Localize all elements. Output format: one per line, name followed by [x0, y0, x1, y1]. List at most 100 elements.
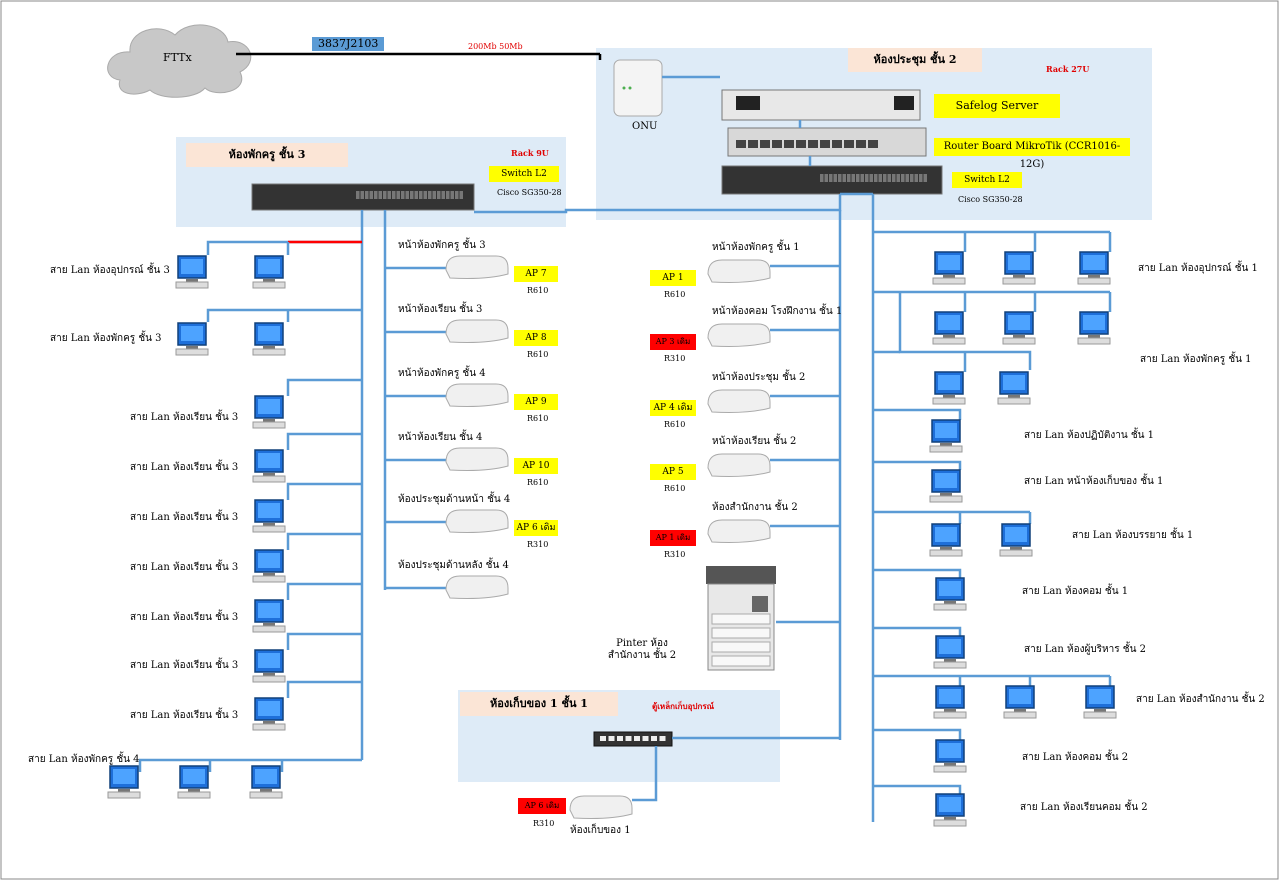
pc-stand	[940, 443, 952, 446]
switch-port	[905, 174, 909, 182]
ap-mid-model: R610	[664, 290, 686, 299]
pc-keyboard	[252, 575, 286, 583]
router-port	[808, 140, 818, 148]
ap-left-location: หน้าห้องพักครู ชั้น 3	[398, 240, 486, 251]
switch-port	[410, 191, 414, 199]
sw3-model: Cisco SG350-28	[497, 188, 562, 197]
cable-line	[286, 632, 362, 650]
pc-stand	[940, 547, 952, 550]
access-point-icon	[707, 519, 771, 543]
left-lan-label: สาย Lan ห้องเรียน ชั้น 3	[130, 462, 239, 473]
cable-line	[873, 626, 962, 636]
onu-label: ONU	[632, 121, 658, 132]
pc-screen	[258, 603, 280, 618]
pc-screen	[1009, 689, 1031, 704]
pc-screen	[935, 473, 957, 488]
switch-port	[634, 736, 640, 741]
ap-badge: AP 5	[650, 464, 696, 480]
switch-port	[856, 174, 860, 182]
pc-screen	[181, 259, 203, 274]
pc-screen	[183, 769, 205, 784]
ap-badge: AP 4 เดิม	[650, 400, 696, 416]
pc-keyboard	[249, 791, 283, 799]
pc-screen	[939, 581, 961, 596]
pc-stand	[263, 279, 275, 282]
ap-mid-location: หน้าห้องเรียน ชั้น 2	[712, 436, 797, 447]
switch-port	[441, 191, 445, 199]
switch-port	[608, 736, 615, 741]
left-lan-label: สาย Lan ห้องพักครู ชั้น 4	[28, 754, 140, 765]
pc-keyboard	[999, 549, 1033, 557]
access-point-icon	[445, 575, 509, 599]
router-port	[784, 140, 794, 148]
cable-line	[873, 728, 962, 740]
ap-mid-model: R610	[664, 484, 686, 493]
switch-port	[874, 174, 878, 182]
left-lan-label: สาย Lan ห้องเรียน ชั้น 3	[130, 512, 239, 523]
pc-stand	[263, 523, 275, 526]
onu-led	[622, 86, 626, 90]
pc-keyboard	[933, 661, 967, 669]
pc-screen	[181, 326, 203, 341]
pc-keyboard	[1077, 337, 1111, 345]
safelog-panel	[894, 96, 914, 110]
pc-keyboard	[175, 281, 209, 289]
router-port	[796, 140, 806, 148]
access-point-icon	[569, 795, 633, 819]
right-lan-label: สาย Lan ห้องคอม ชั้น 1	[1022, 586, 1129, 597]
ap-left-model: R610	[527, 414, 549, 423]
printer-tray	[711, 613, 771, 625]
router-port	[832, 140, 842, 148]
router-port	[868, 140, 878, 148]
switch-port	[423, 191, 427, 199]
switch-port	[455, 191, 459, 199]
switch-port	[378, 191, 382, 199]
switch-port	[392, 191, 396, 199]
pc-stand	[944, 601, 956, 604]
ap-badge: AP 1 เดิม	[650, 530, 696, 546]
switch-port	[851, 174, 855, 182]
access-point-icon	[445, 255, 509, 279]
pc-keyboard	[1077, 277, 1111, 285]
left-lan-label: สาย Lan ห้องพักครู ชั้น 3	[50, 333, 162, 344]
access-point-icon	[445, 509, 509, 533]
pc-keyboard	[252, 475, 286, 483]
pc-stand	[1094, 709, 1106, 712]
pc-screen	[1008, 315, 1030, 330]
pc-stand	[263, 419, 275, 422]
safelog-panel	[736, 96, 760, 110]
switch-port	[896, 174, 900, 182]
pc-stand	[1008, 395, 1020, 398]
ap-badge: AP 6 เดิม	[514, 520, 558, 536]
ap-storage-badge: AP 6 เดิม	[518, 798, 566, 814]
access-point-icon	[707, 453, 771, 477]
pc-keyboard	[252, 348, 286, 356]
ap-left-location: หน้าห้องเรียน ชั้น 3	[398, 304, 483, 315]
access-point-icon	[445, 319, 509, 343]
cloud-icon	[107, 24, 252, 98]
pc-stand	[263, 623, 275, 626]
safelog-label: Safelog Server	[934, 94, 1060, 118]
pc-screen	[939, 689, 961, 704]
room-meeting2-rack: Rack 27U	[1046, 64, 1090, 74]
switch-port	[847, 174, 851, 182]
access-point-icon	[707, 389, 771, 413]
right-lan-label: สาย Lan ห้องคอม ชั้น 2	[1022, 752, 1129, 763]
ap-badge: AP 1	[650, 270, 696, 286]
right-lan-label: สาย Lan ห้องพักครู ชั้น 1	[1140, 354, 1252, 365]
router-port	[760, 140, 770, 148]
pc-stand	[263, 673, 275, 676]
pc-screen	[258, 259, 280, 274]
pc-keyboard	[933, 711, 967, 719]
ap-storage-model: R310	[533, 819, 555, 828]
pc-keyboard	[252, 421, 286, 429]
cable-line	[286, 378, 362, 396]
cable-line	[632, 746, 658, 802]
ap-left-model: R610	[527, 350, 549, 359]
pc-keyboard	[1083, 711, 1117, 719]
switch-port	[860, 174, 864, 182]
cable-line	[286, 680, 362, 698]
router-port	[844, 140, 854, 148]
pc-keyboard	[933, 819, 967, 827]
